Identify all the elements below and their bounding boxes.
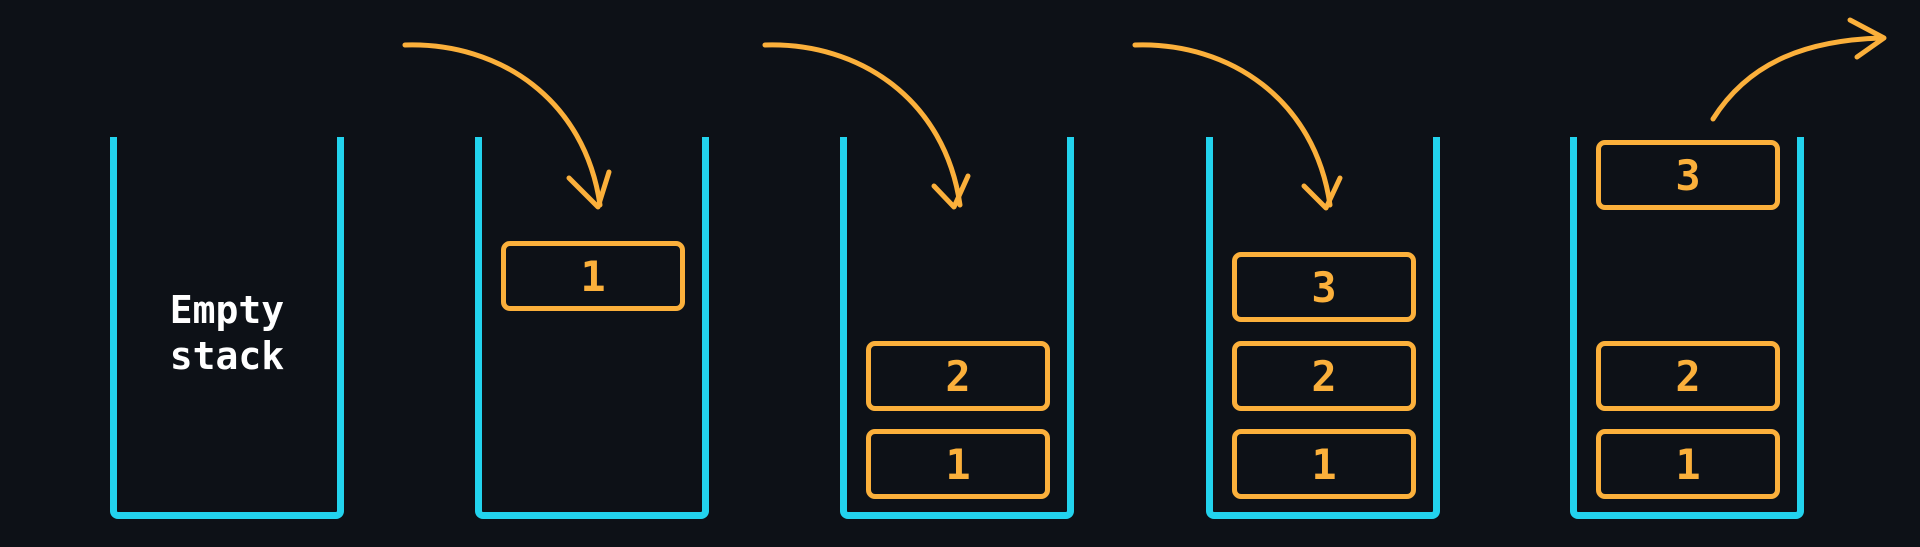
stack-container-push-1: 1 (475, 137, 709, 519)
stack-item-2: 2 (1232, 341, 1416, 411)
stack-item-3: 3 (1232, 252, 1416, 322)
empty-label-line-1: Empty (169, 288, 285, 332)
push-arrow-3 (1132, 42, 1343, 211)
pop-arrow (1710, 17, 1887, 122)
stack-item-3-popping: 3 (1596, 140, 1780, 210)
stack-item-2: 2 (866, 341, 1050, 411)
stack-item-1: 1 (1232, 429, 1416, 499)
stack-item-1: 1 (1596, 429, 1780, 499)
stack-container-pop: 3 2 1 (1570, 137, 1804, 519)
stack-item-1: 1 (866, 429, 1050, 499)
push-arrow-2 (762, 42, 971, 210)
stack-item-1: 1 (501, 241, 685, 311)
stack-item-2: 2 (1596, 341, 1780, 411)
empty-label-line-2: stack (169, 334, 285, 378)
empty-stack-label: Empty stack (117, 287, 337, 379)
push-arrow-1 (402, 42, 612, 210)
stack-container-empty: Empty stack (110, 137, 344, 519)
stack-container-push-2: 2 1 (840, 137, 1074, 519)
stack-container-push-3: 3 2 1 (1206, 137, 1440, 519)
